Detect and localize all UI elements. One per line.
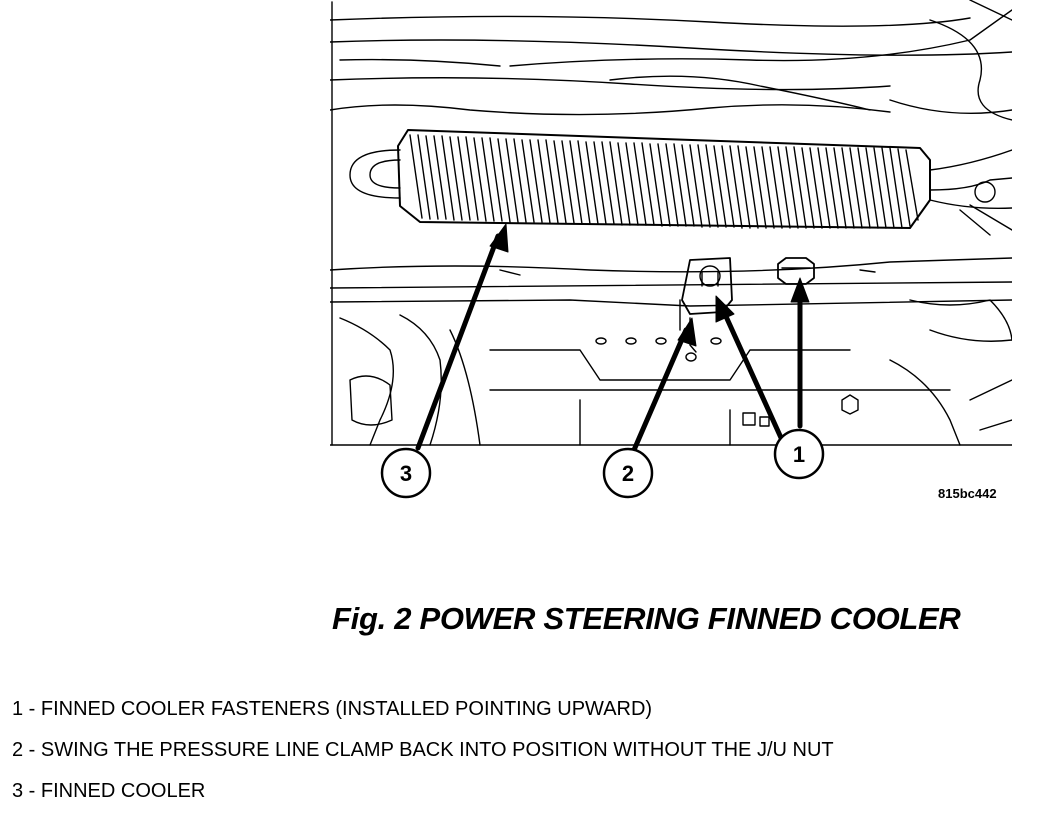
cooler-illustration: 3 2 1 xyxy=(330,0,1012,499)
legend-item: 2 - SWING THE PRESSURE LINE CLAMP BACK I… xyxy=(12,739,834,761)
callout-leaders xyxy=(415,223,810,453)
svg-text:1: 1 xyxy=(793,442,805,467)
figure-title: Fig. 2 POWER STEERING FINNED COOLER xyxy=(332,601,961,636)
svg-text:3: 3 xyxy=(400,461,412,486)
figure-legend: 1 - FINNED COOLER FASTENERS (INSTALLED P… xyxy=(12,697,834,820)
callout-3: 3 xyxy=(380,447,432,499)
figure-code: 815bc442 xyxy=(938,486,997,501)
legend-item: 1 - FINNED COOLER FASTENERS (INSTALLED P… xyxy=(12,698,653,720)
callout-2: 2 xyxy=(602,447,654,499)
legend-item: 3 - FINNED COOLER xyxy=(12,780,206,802)
callout-1: 1 xyxy=(773,428,825,480)
cooler-fastener xyxy=(777,257,815,285)
svg-text:2: 2 xyxy=(622,461,634,486)
finned-cooler xyxy=(349,129,1012,236)
